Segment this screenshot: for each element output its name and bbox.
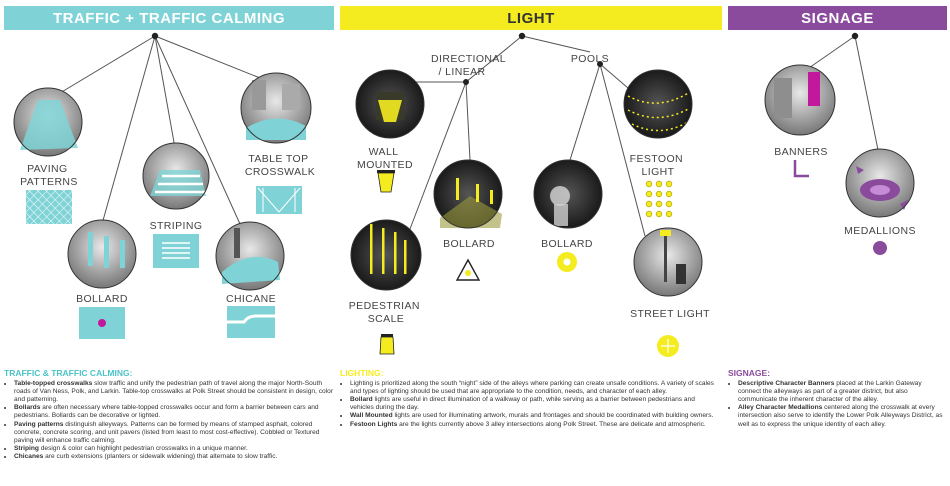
photo-bollard-light-1 <box>433 159 503 229</box>
description-signage-title: SIGNAGE: <box>728 368 771 378</box>
photo-medallions <box>845 148 915 218</box>
photo-bollard <box>67 219 137 289</box>
label-wall-mounted: WALL MOUNTED <box>357 146 413 171</box>
label-bollard-light-2: BOLLARD <box>541 238 593 250</box>
description-lighting-title: LIGHTING: <box>340 368 384 378</box>
description-lighting-item: Festoon Lights are the lights currently … <box>350 421 720 429</box>
medallions-symbol <box>873 241 887 255</box>
description-signage-item: Alley Character Medallions centered alon… <box>738 404 943 428</box>
photo-striping <box>142 142 210 210</box>
description-traffic-item: Bollards are often necessary where table… <box>14 404 334 420</box>
bollard-symbol <box>79 307 125 339</box>
photo-wall-mounted <box>355 69 425 139</box>
header-signage: SIGNAGE <box>728 6 947 30</box>
label-table-top-crosswalk: TABLE TOP CROSSWALK <box>245 153 315 178</box>
label-street-light: STREET LIGHT <box>630 308 710 320</box>
paving-pattern-swatch <box>26 190 72 224</box>
diagram-canvas: PAVING PATTERNS TABLE TOP CROSSWALK STRI… <box>13 32 916 357</box>
photo-paving-patterns <box>13 87 83 157</box>
photo-festoon-light <box>623 69 693 139</box>
label-banners: BANNERS <box>774 146 828 158</box>
label-directional-linear: DIRECTIONAL / LINEAR <box>431 53 509 78</box>
description-signage: SIGNAGE: Descriptive Character Banners p… <box>728 368 943 429</box>
festoon-light-symbol <box>645 180 673 218</box>
banners-symbol <box>793 160 809 178</box>
description-traffic-item: Chicanes are curb extensions (planters o… <box>14 453 334 461</box>
chicane-symbol <box>227 306 275 338</box>
header-light: LIGHT <box>340 6 722 30</box>
table-top-crosswalk-symbol <box>256 186 302 214</box>
description-signage-item: Descriptive Character Banners placed at … <box>738 380 943 404</box>
wall-mounted-symbol <box>377 170 395 193</box>
photo-table-top-crosswalk <box>240 72 312 144</box>
description-traffic-item: Table-topped crosswalks slow traffic and… <box>14 380 334 404</box>
label-festoon-light: FESTOON LIGHT <box>630 153 687 178</box>
description-lighting-item: Lighting is prioritized along the south … <box>350 380 720 396</box>
label-bollard-light-1: BOLLARD <box>443 238 495 250</box>
label-paving-patterns: PAVING PATTERNS <box>20 163 78 188</box>
description-lighting: LIGHTING: Lighting is prioritized along … <box>340 368 720 429</box>
photo-street-light <box>633 227 703 297</box>
photo-bollard-light-2 <box>533 159 603 229</box>
description-lighting-item: Wall Mounted lights are used for illumin… <box>350 412 720 420</box>
label-pedestrian-scale: PEDESTRIAN SCALE <box>349 300 423 325</box>
photo-chicane <box>215 221 285 291</box>
bollard-light-symbol-1 <box>455 258 481 281</box>
striping-symbol <box>153 234 199 268</box>
photo-pedestrian-scale <box>350 219 422 291</box>
label-striping: STRIPING <box>150 220 203 232</box>
description-traffic-title: TRAFFIC & TRAFFIC CALMING: <box>4 368 133 378</box>
street-light-symbol <box>657 335 679 357</box>
description-traffic: TRAFFIC & TRAFFIC CALMING: Table-topped … <box>4 368 334 461</box>
description-traffic-item: Striping design & color can highlight pe… <box>14 445 334 453</box>
header-traffic: TRAFFIC + TRAFFIC CALMING <box>4 6 334 30</box>
description-lighting-item: Bollard lights are useful in direct illu… <box>350 396 720 412</box>
pedestrian-scale-symbol <box>379 334 395 355</box>
bollard-light-symbol-2 <box>557 252 577 272</box>
label-chicane: CHICANE <box>226 293 276 305</box>
label-pools: POOLS <box>571 53 609 65</box>
description-traffic-item: Paving patterns distinguish alleyways. P… <box>14 421 334 445</box>
label-medallions: MEDALLIONS <box>844 225 916 237</box>
label-bollard-traffic: BOLLARD <box>76 293 128 305</box>
node-dots <box>151 32 859 85</box>
photo-banners <box>764 64 836 136</box>
